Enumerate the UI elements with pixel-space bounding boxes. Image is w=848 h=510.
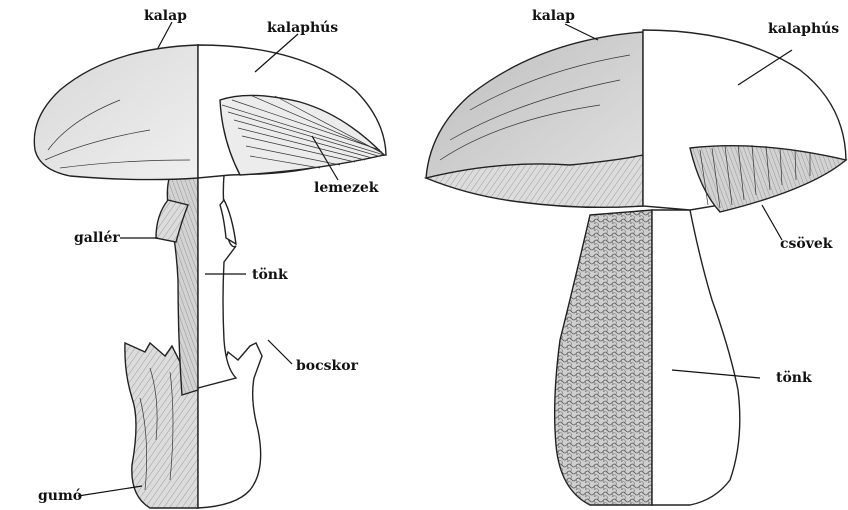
label-left-galler: gallér [74,230,120,246]
right-tubes [690,146,846,212]
leader-left-kalap [158,22,172,48]
leader-right-kalap [565,24,598,40]
left-cap-shaded [34,45,198,180]
label-right-kalaphus: kalaphús [768,21,839,37]
label-right-kalap: kalap [532,8,575,24]
label-left-gumo: gumó [38,488,82,504]
left-mushroom [34,45,386,508]
label-left-tonk: tönk [252,267,288,283]
right-stem-shaded [555,210,652,505]
right-stem-flesh [652,210,740,505]
label-left-bocskor: bocskor [296,358,359,374]
leader-left-bocskor [268,340,292,364]
right-mushroom [426,30,846,505]
leader-left-gumo [78,486,142,496]
label-right-csovek: csövek [780,236,833,252]
leader-right-csovek [762,205,782,240]
label-right-tonk: tönk [776,370,812,386]
label-left-kalap: kalap [144,8,187,24]
label-left-kalaphus: kalaphús [267,20,338,36]
label-left-lemezek: lemezek [314,180,379,196]
